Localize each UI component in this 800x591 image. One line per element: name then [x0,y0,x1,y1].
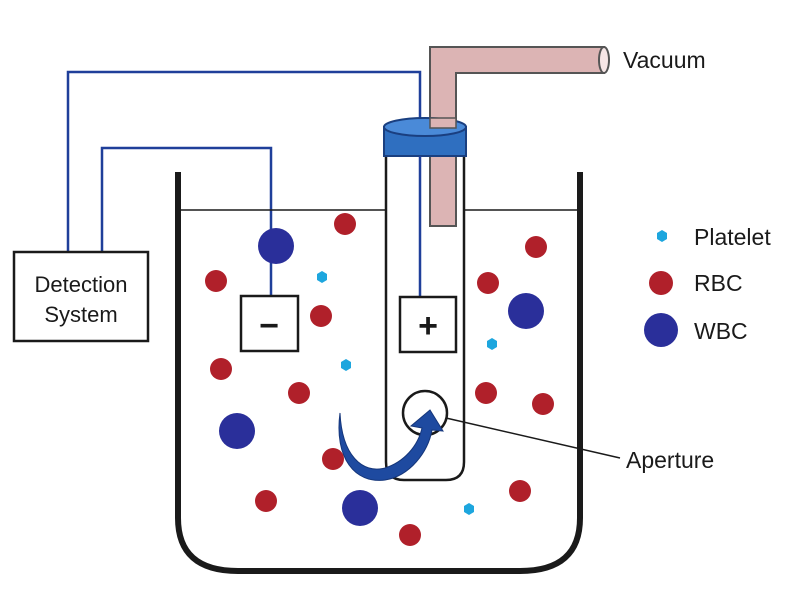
legend-rbc-label: RBC [694,270,743,296]
detection-system-label-line1: Detection [35,272,128,297]
negative-electrode [239,294,300,353]
outer-wire [66,70,422,252]
cells [205,213,554,546]
platelet [464,503,474,515]
wbc-cell [219,413,255,449]
rbc-cell [477,272,499,294]
aperture-label: Aperture [626,447,714,473]
rbc-cell [399,524,421,546]
legend-wbc-label: WBC [694,318,748,344]
legend-platelet-icon [657,230,667,242]
platelet [487,338,497,350]
legend-platelet-label: Platelet [694,224,771,250]
vacuum-pipe [429,46,605,127]
rbc-cell [205,270,227,292]
beaker [175,172,583,574]
legend: Platelet RBC WBC [644,224,771,347]
positive-electrode [398,295,458,354]
vacuum-pipe-opening [598,46,610,74]
rbc-cell [310,305,332,327]
rbc-cell [475,382,497,404]
positive-sign: + [418,307,438,345]
rbc-cell [255,490,277,512]
rbc-cell [210,358,232,380]
vacuum-pipe-through-cap [429,117,457,129]
rbc-cell [288,382,310,404]
vacuum-label: Vacuum [623,47,706,73]
wbc-cell [342,490,378,526]
flow-arrow [338,409,444,481]
negative-sign: − [259,307,279,345]
rbc-cell [322,448,344,470]
wbc-cell [508,293,544,329]
detection-system-box [12,250,150,343]
legend-wbc-icon [644,313,678,347]
rbc-cell [532,393,554,415]
aperture-leader [445,417,621,459]
vacuum-pipe-inner [429,155,457,227]
detection-system-label-line2: System [44,302,117,327]
platelet [341,359,351,371]
rbc-cell [525,236,547,258]
wbc-cell [258,228,294,264]
platelet [317,271,327,283]
inner-wire [100,146,273,296]
legend-rbc-icon [649,271,673,295]
rbc-cell [334,213,356,235]
rbc-cell [509,480,531,502]
